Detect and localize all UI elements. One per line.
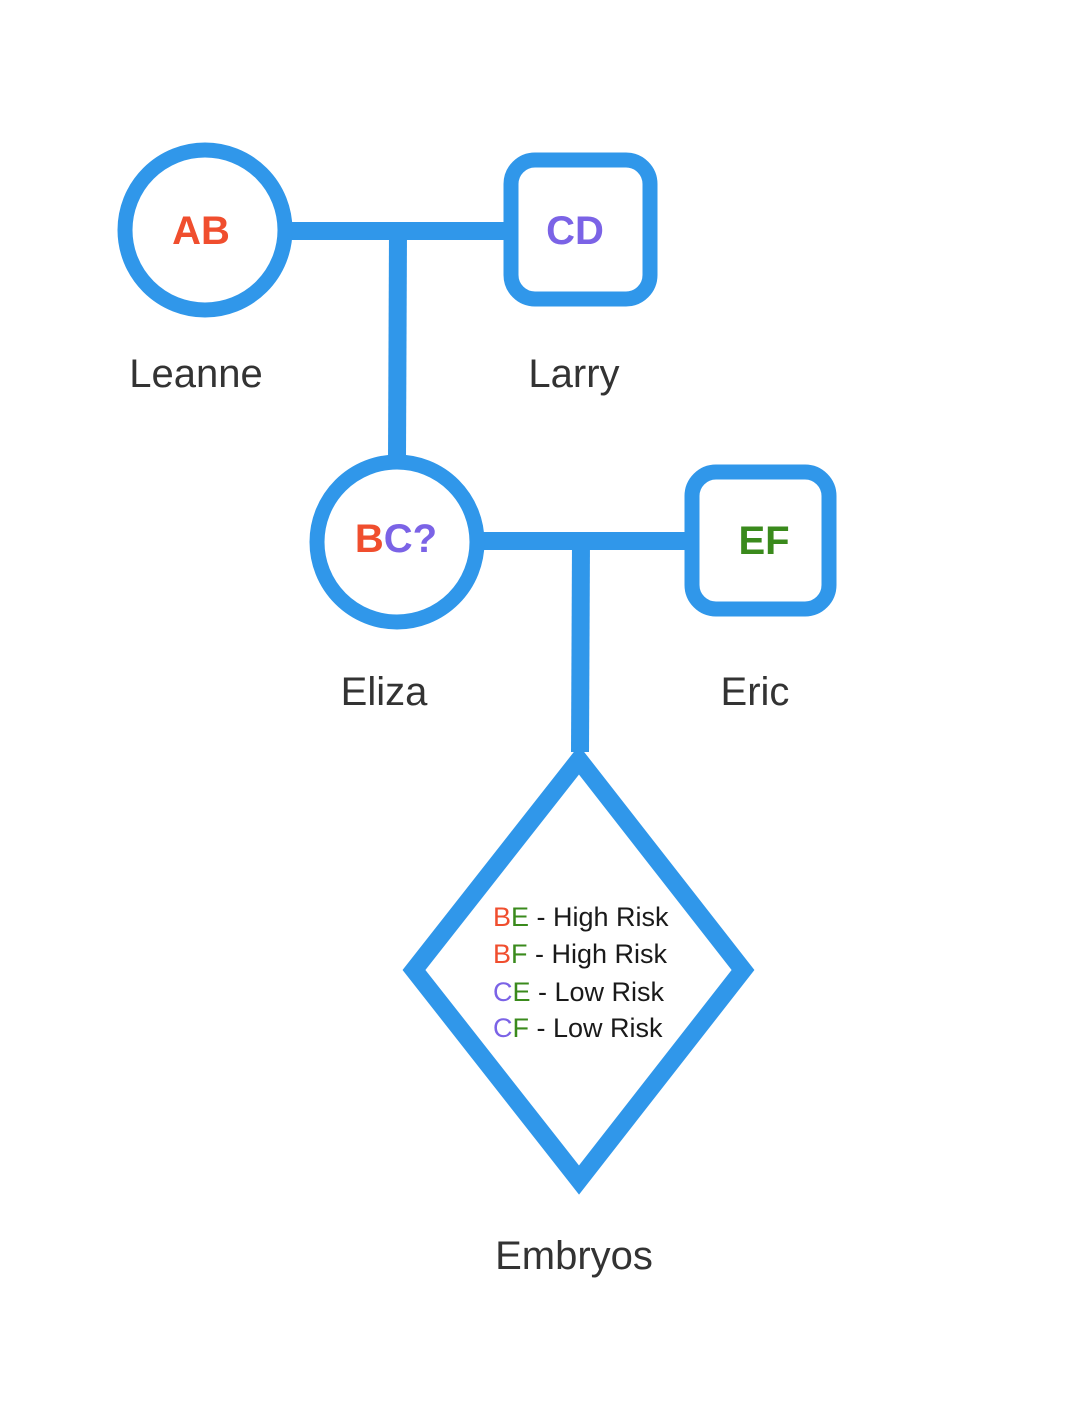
embryo-outcome-4-allele1: C — [493, 1013, 513, 1043]
name-embryos: Embryos — [495, 1234, 653, 1278]
embryo-outcome-2-risk: - High Risk — [528, 939, 668, 969]
connectors — [288, 222, 690, 753]
person-larry: CD Larry — [503, 152, 658, 396]
embryo-outcome-4-risk: - Low Risk — [529, 1013, 663, 1043]
person-leanne: AB Leanne — [117, 142, 293, 396]
embryo-outcome-list: BE - High Risk BF - High Risk CE - Low R… — [493, 902, 669, 1043]
genotype-eric: EF — [738, 519, 789, 563]
name-eric: Eric — [721, 670, 790, 714]
embryos-diamond-symbol — [402, 745, 755, 1195]
person-eric: EF Eric — [684, 464, 837, 714]
genotype-leanne-part1: AB — [172, 209, 230, 253]
name-larry: Larry — [528, 352, 619, 396]
embryo-outcome-3-allele2: E — [513, 977, 531, 1007]
genotype-eliza: BC? — [355, 517, 437, 561]
embryo-outcome-3-allele1: C — [493, 977, 513, 1007]
eliza-eric-descent-line — [571, 540, 590, 753]
embryo-outcome-4: CF - Low Risk — [493, 1013, 663, 1043]
embryos-node: BE - High Risk BF - High Risk CE - Low R… — [402, 745, 755, 1278]
genotype-eliza-part2: C? — [384, 517, 437, 561]
embryo-outcome-2-allele1: B — [493, 939, 511, 969]
female-symbol-leanne — [117, 142, 293, 318]
name-leanne: Leanne — [129, 352, 262, 396]
genotype-leanne: AB — [172, 209, 230, 253]
embryo-outcome-1-allele2: E — [511, 902, 529, 932]
genotype-larry: CD — [546, 209, 604, 253]
embryo-outcome-4-allele2: F — [513, 1013, 530, 1043]
embryo-outcome-1: BE - High Risk — [493, 902, 669, 932]
embryo-outcome-1-risk: - High Risk — [529, 902, 669, 932]
name-eliza: Eliza — [341, 670, 428, 714]
female-symbol-eliza — [309, 454, 485, 630]
embryo-outcome-3: CE - Low Risk — [493, 977, 665, 1007]
person-eliza: BC? Eliza — [309, 454, 485, 714]
embryo-outcome-2: BF - High Risk — [493, 939, 668, 969]
male-symbol-eric — [684, 464, 837, 617]
embryo-outcome-3-risk: - Low Risk — [531, 977, 665, 1007]
genotype-eliza-part1: B — [355, 517, 384, 561]
leanne-larry-descent-line — [388, 230, 407, 461]
genotype-eric-part1: EF — [738, 519, 789, 563]
embryo-outcome-2-allele2: F — [511, 939, 528, 969]
genotype-larry-part1: CD — [546, 209, 604, 253]
male-symbol-larry — [503, 152, 658, 307]
embryo-outcome-1-allele1: B — [493, 902, 511, 932]
